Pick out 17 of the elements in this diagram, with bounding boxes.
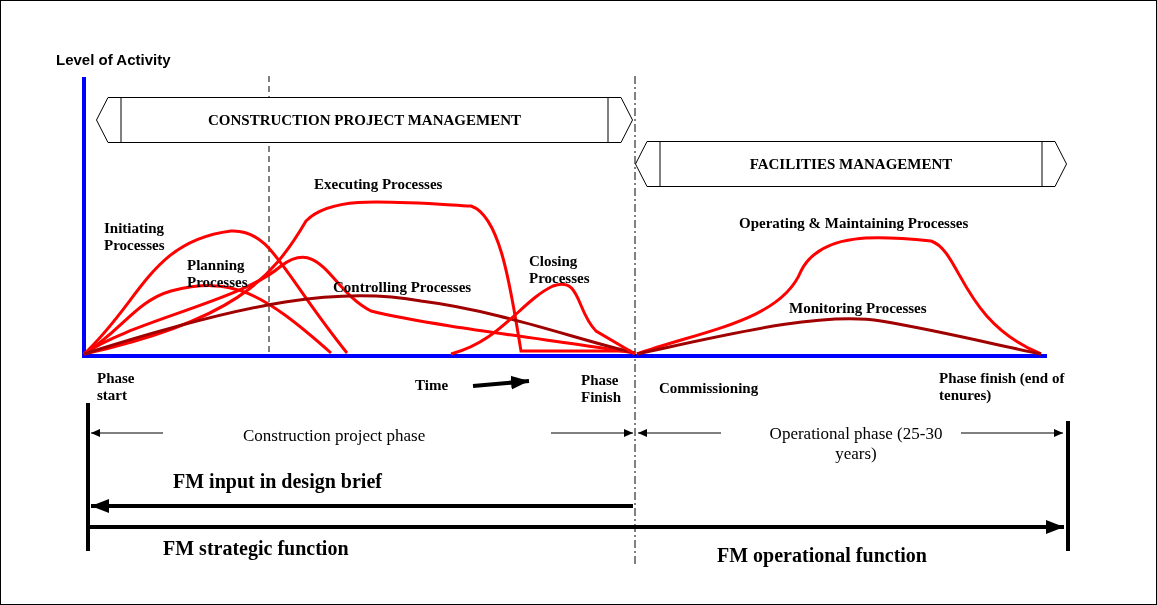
curve-label: Monitoring Processes [789,300,927,318]
phase-span-label: Construction project phase [243,426,426,446]
phase-label: Phase start [97,370,136,405]
curve-label: Executing Processes [314,176,443,194]
axis-label: Level of Activity [56,51,171,69]
phase-label: Phase Finish [581,372,623,407]
phase-label: Commissioning [659,380,759,398]
function-label: FM strategic function [163,537,349,560]
axis-label: Time [415,377,449,395]
curve-label: Closing Processes [529,253,591,288]
function-label: FM operational function [717,544,927,567]
curve-label: Operating & Maintaining Processes [739,215,969,233]
curve-label: Initiating Processes [104,220,166,255]
banner-title: CONSTRUCTION PROJECT MANAGEMENT [206,111,523,129]
phase-label: Phase finish (end of tenures) [939,370,1066,405]
banner-title: FACILITIES MANAGEMENT [748,155,954,173]
function-label: FM input in design brief [173,470,382,493]
